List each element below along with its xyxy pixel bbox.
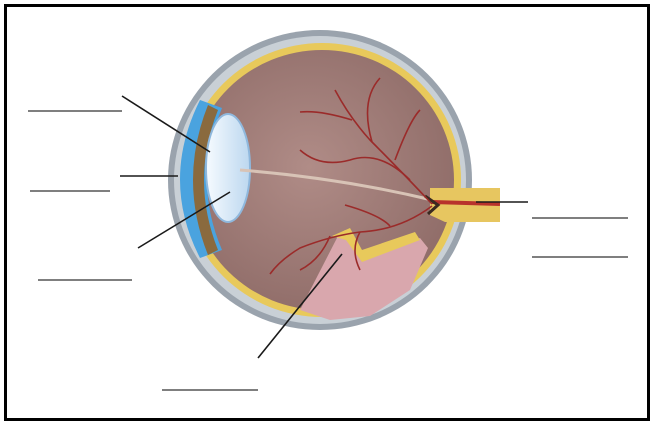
lens: [205, 113, 251, 223]
pink-tissue: [300, 230, 428, 320]
optic-nerve: [430, 188, 500, 222]
leader-lines: [120, 95, 528, 359]
optic-nerve-vessel: [431, 200, 501, 206]
retinal-vessels: [269, 77, 433, 275]
optic-disc: [424, 194, 441, 216]
iris: [193, 105, 218, 255]
yellow-fold: [332, 228, 420, 262]
optic-axis: [239, 168, 433, 202]
